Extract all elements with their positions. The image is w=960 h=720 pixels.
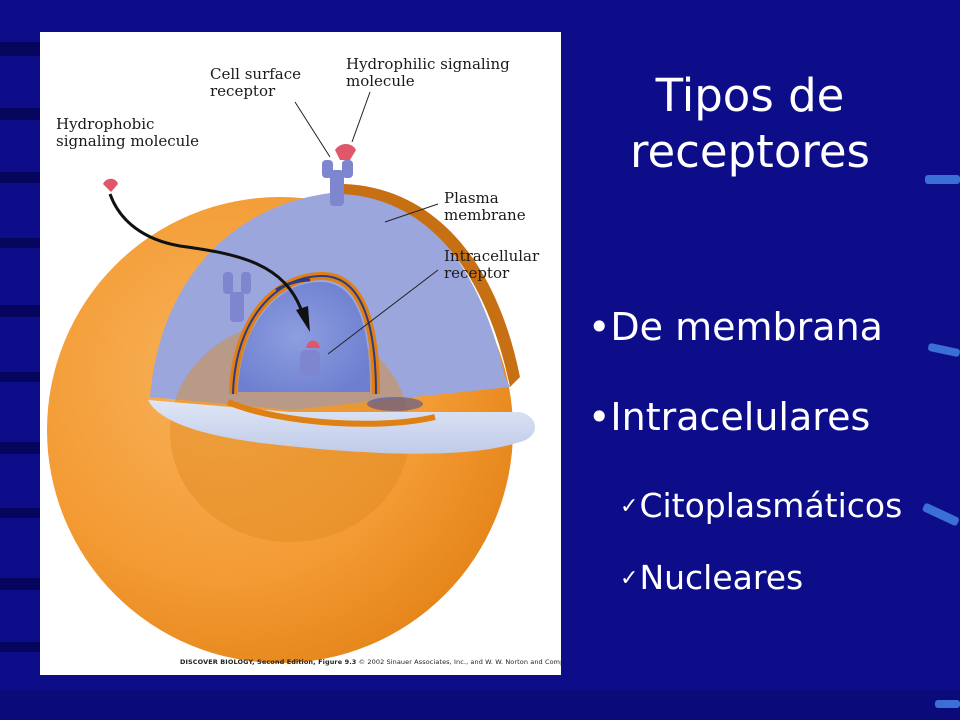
bullet-text: De membrana: [610, 305, 883, 349]
subitem-cytoplasmic: ✓Citoplasmáticos: [620, 486, 902, 527]
cell-diagram-figure: Cell surface receptor Hydrophilic signal…: [40, 32, 561, 675]
credit-copyright: © 2002 Sinauer Associates, Inc., and W. …: [356, 658, 561, 666]
subitem-nuclear: ✓Nucleares: [620, 558, 803, 599]
cell-surface-receptor-shape: [322, 144, 356, 206]
check-icon: ✓: [620, 494, 639, 519]
check-icon: ✓: [620, 566, 639, 591]
credit-edition: Second Edition, Figure 9.3: [254, 658, 357, 666]
slide-title: Tipos de receptores: [629, 69, 870, 178]
label-plasma-membrane: Plasma membrane: [444, 189, 526, 224]
label-intracellular-receptor: Intracellular receptor: [444, 247, 540, 282]
plasma-membrane-rim: [330, 183, 520, 387]
subitem-text: Nucleares: [639, 558, 804, 597]
cell-illustration: [47, 91, 535, 663]
label-hydrophobic-molecule: Hydrophobic signaling molecule: [56, 115, 199, 150]
label-cell-surface-receptor: Cell surface receptor: [210, 65, 302, 100]
hydrophobic-ligand: [103, 178, 118, 192]
cytoplasmic-receptor-shape: [223, 272, 251, 322]
ligand-path-arrow: [108, 193, 304, 313]
nucleus: [238, 282, 370, 392]
leader-intracellular: [327, 269, 439, 355]
intracellular-receptor-shape: [300, 340, 320, 376]
bullet-membrane: •De membrana: [588, 304, 883, 350]
credit-book: DISCOVER BIOLOGY,: [180, 658, 255, 666]
bullet-intracellular: •Intracelulares: [588, 394, 870, 440]
cut-face: [148, 400, 535, 454]
figure-credit: DISCOVER BIOLOGY, Second Edition, Figure…: [180, 658, 561, 666]
label-hydrophilic-molecule: Hydrophilic signaling molecule: [346, 55, 510, 90]
subitem-text: Citoplasmáticos: [639, 486, 903, 525]
bullet-marker: •: [588, 305, 611, 349]
leader-hydrophilic: [351, 91, 371, 143]
bullet-text: Intracelulares: [610, 395, 871, 439]
leader-plasma-membrane: [384, 203, 439, 223]
leader-cell-surface: [294, 101, 331, 158]
bullet-marker: •: [588, 395, 611, 439]
